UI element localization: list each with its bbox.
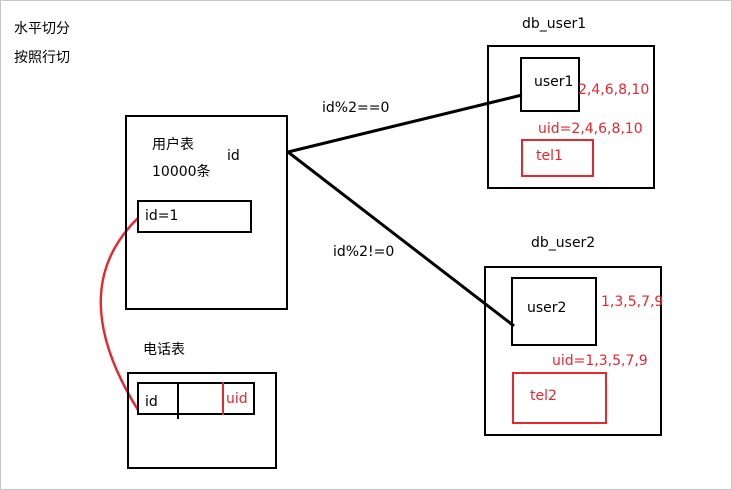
user-table-rows: 10000条 [152,164,211,180]
db-user1-name: db_user1 [522,16,587,32]
db-user1-uid-note: uid=2,4,6,8,10 [538,121,643,137]
db-user1-tel-table-box [521,139,594,177]
edge-to-db-user1 [287,93,523,154]
edge-label-even: id%2==0 [322,100,390,116]
db-user2-tel-table: tel2 [530,388,557,404]
uid-column-marker [222,382,224,415]
db-user2-user-table: user2 [527,300,567,316]
db-user1-box [487,45,655,189]
title-line-2: 按照行切 [14,50,70,66]
title-line-1: 水平切分 [14,21,70,37]
db-user2-box [484,266,662,436]
foreign-key-link [99,217,140,411]
user-table-box [125,115,288,310]
db-user2-uid-note: uid=1,3,5,7,9 [552,353,648,369]
db-user1-user-table: user1 [534,74,574,90]
db-user2-tel-table-box [512,372,607,424]
user-table-name: 用户表 [152,137,194,153]
phone-column-divider [177,382,179,419]
phone-col-uid: uid [226,391,248,407]
edge-label-odd: id%2!=0 [333,244,395,260]
phone-columns-box [137,382,255,415]
db-user2-user-table-box [511,277,597,346]
user-id-field: id=1 [145,208,179,224]
db-user2-ids: 1,3,5,7,9 [601,294,664,310]
phone-table-box [127,372,277,469]
db-user1-user-table-box [520,57,580,112]
edge-to-db-user2 [287,150,515,328]
db-user2-name: db_user2 [531,235,596,251]
user-id-field-box [137,200,252,233]
user-table-pk: id [227,148,240,164]
db-user1-ids: 2,4,6,8,10 [578,82,650,98]
db-user1-tel-table: tel1 [536,148,563,164]
phone-col-id: id [145,394,158,410]
phone-table-name: 电话表 [143,342,185,358]
